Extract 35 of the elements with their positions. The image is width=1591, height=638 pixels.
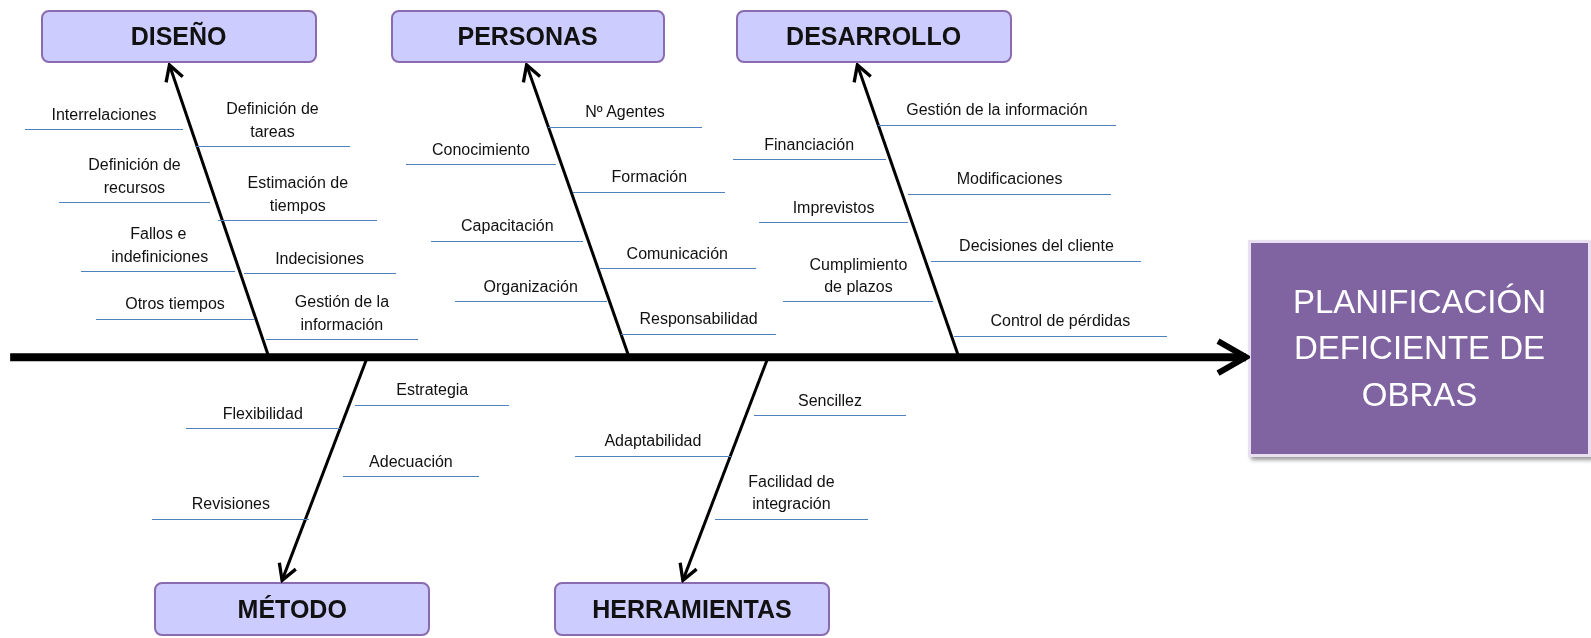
cause-label: Control de pérdidas	[953, 310, 1167, 337]
cause-label: Indecisiones	[243, 247, 396, 274]
cause-label: Revisiones	[152, 493, 310, 520]
cause-label: Flexibilidad	[185, 402, 340, 430]
cause-label: Sencillez	[753, 389, 907, 416]
cause-label: Otros tiempos	[96, 293, 254, 320]
category-box: DISEÑO	[40, 10, 317, 63]
category-box: PERSONAS	[390, 10, 665, 63]
cause-label: Gestión de la información	[877, 99, 1117, 126]
cause-label: Responsabilidad	[620, 308, 777, 335]
cause-label: Capacitación	[431, 215, 584, 242]
cause-label: Fallos e indefiniciones	[81, 223, 236, 272]
category-box: MÉTODO	[154, 582, 431, 637]
cause-label: Cumplimiento de plazos	[783, 253, 934, 303]
effect-box: PLANIFICACIÓN DEFICIENTE DE OBRAS	[1248, 240, 1591, 457]
cause-label: Modificaciones	[908, 168, 1112, 195]
cause-label: Definición de recursos	[58, 154, 210, 203]
cause-label: Imprevistos	[758, 196, 909, 224]
cause-label: Financiación	[732, 133, 886, 161]
cause-label: Adaptabilidad	[575, 430, 731, 457]
cause-label: Decisiones del cliente	[931, 235, 1142, 262]
cause-label: Nº Agentes	[547, 101, 703, 128]
cause-label: Adecuación	[342, 450, 479, 477]
cause-label: Interrelaciones	[25, 103, 183, 130]
cause-label: Gestión de la información	[265, 291, 418, 340]
category-box: DESARROLLO	[735, 10, 1012, 63]
cause-label: Comunicación	[598, 242, 756, 269]
cause-label: Estimación de tiempos	[218, 172, 378, 222]
cause-label: Facilidad de integración	[715, 470, 868, 520]
cause-label: Formación	[573, 166, 726, 193]
category-box: HERRAMIENTAS	[554, 582, 830, 637]
cause-label: Estrategia	[355, 379, 510, 406]
cause-label: Conocimiento	[405, 139, 556, 166]
cause-label: Organización	[454, 276, 607, 303]
cause-label: Definición de tareas	[194, 98, 351, 148]
